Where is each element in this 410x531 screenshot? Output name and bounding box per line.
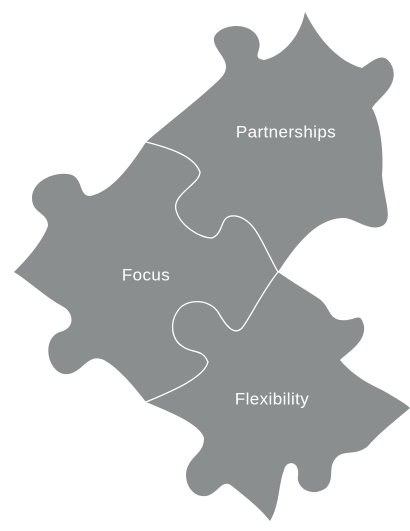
puzzle-piece-flexibility-shape [146, 272, 410, 521]
puzzle-piece-focus: Focus [14, 142, 278, 402]
puzzle-piece-flexibility: Flexibility [146, 272, 410, 521]
seam-partnerships-focus [145, 141, 279, 273]
seam-focus-flexibility [145, 271, 279, 403]
piece-label-focus: Focus [122, 265, 170, 284]
puzzle-piece-focus-shape [14, 142, 278, 402]
piece-label-flexibility: Flexibility [235, 389, 309, 408]
piece-label-partnerships: Partnerships [236, 122, 336, 141]
puzzle-piece-partnerships-shape [146, 12, 394, 272]
puzzle-piece-partnerships: Partnerships [146, 12, 394, 272]
